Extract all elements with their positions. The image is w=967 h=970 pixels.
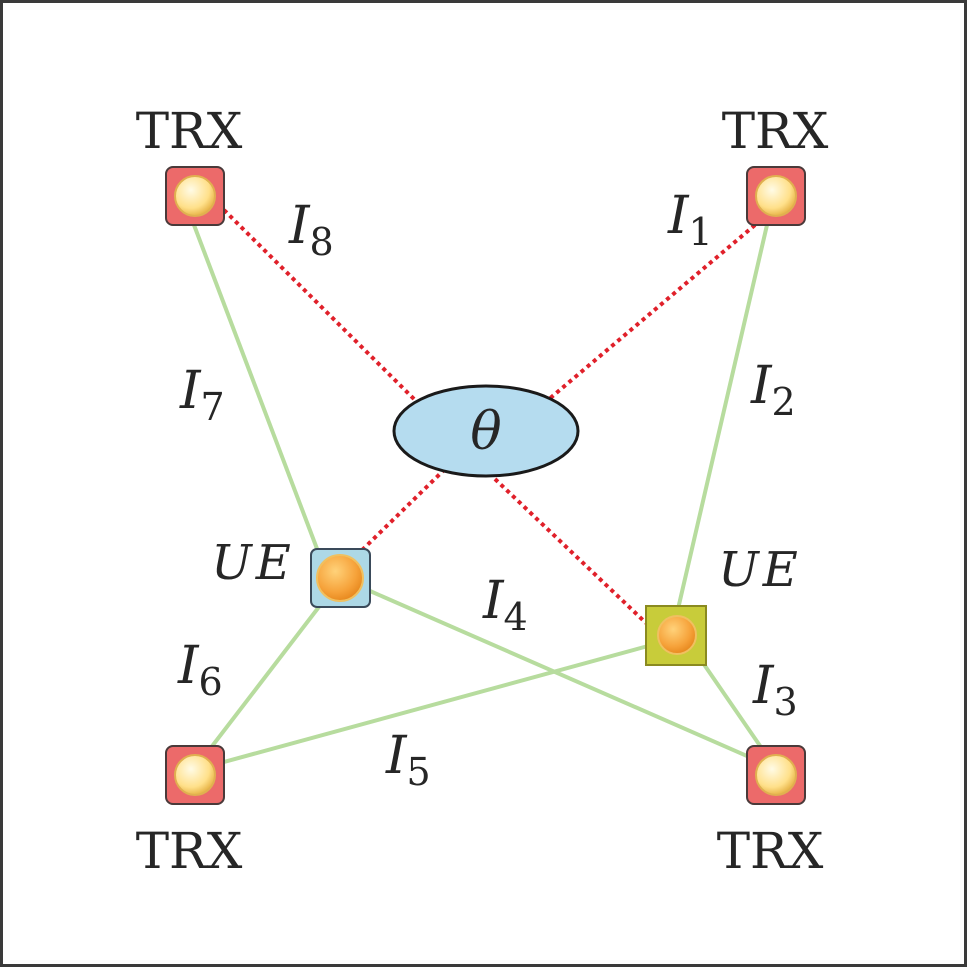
trx-top-right: TRX (722, 102, 829, 226)
link-label-i4: I4 (482, 571, 528, 639)
link-i6 (201, 597, 327, 760)
trx-top-left: TRX (136, 102, 243, 226)
link-i4 (369, 589, 764, 765)
trx-top-right-label: TRX (722, 102, 829, 160)
link-i3 (701, 661, 767, 755)
trx-bottom-right-label: TRX (717, 822, 824, 880)
link-i8 (222, 208, 419, 404)
link-label-i8: I8 (288, 196, 334, 264)
link-label-i5: I5 (385, 726, 431, 794)
link-target-ue-right (493, 477, 648, 625)
trx-top-left-label: TRX (136, 102, 243, 160)
link-label-i7: I7 (179, 361, 225, 429)
link-label-i6: I6 (177, 636, 223, 704)
trx-bottom-left-label: TRX (136, 822, 243, 880)
link-i5 (212, 644, 649, 767)
link-target-ue-left (353, 467, 447, 559)
ue-right-label: UE (718, 542, 802, 598)
ue-left: UE (211, 535, 371, 608)
ue-left-label: UE (211, 535, 295, 591)
trx-bottom-left: TRX (136, 745, 243, 880)
link-i7 (192, 224, 321, 555)
target-label: θ (470, 402, 501, 462)
trx-bottom-right: TRX (717, 745, 824, 880)
link-i2 (676, 224, 769, 610)
link-label-i1: I1 (667, 186, 713, 254)
target-theta: θ (392, 384, 580, 478)
link-label-i3: I3 (752, 656, 798, 724)
network-diagram: θ TRX TRX TRX TRX UE UE I1 I2 I3 I4 I5 (136, 102, 829, 880)
link-label-i2: I2 (750, 356, 796, 424)
ue-right: UE (645, 542, 802, 666)
link-i1 (546, 223, 757, 402)
